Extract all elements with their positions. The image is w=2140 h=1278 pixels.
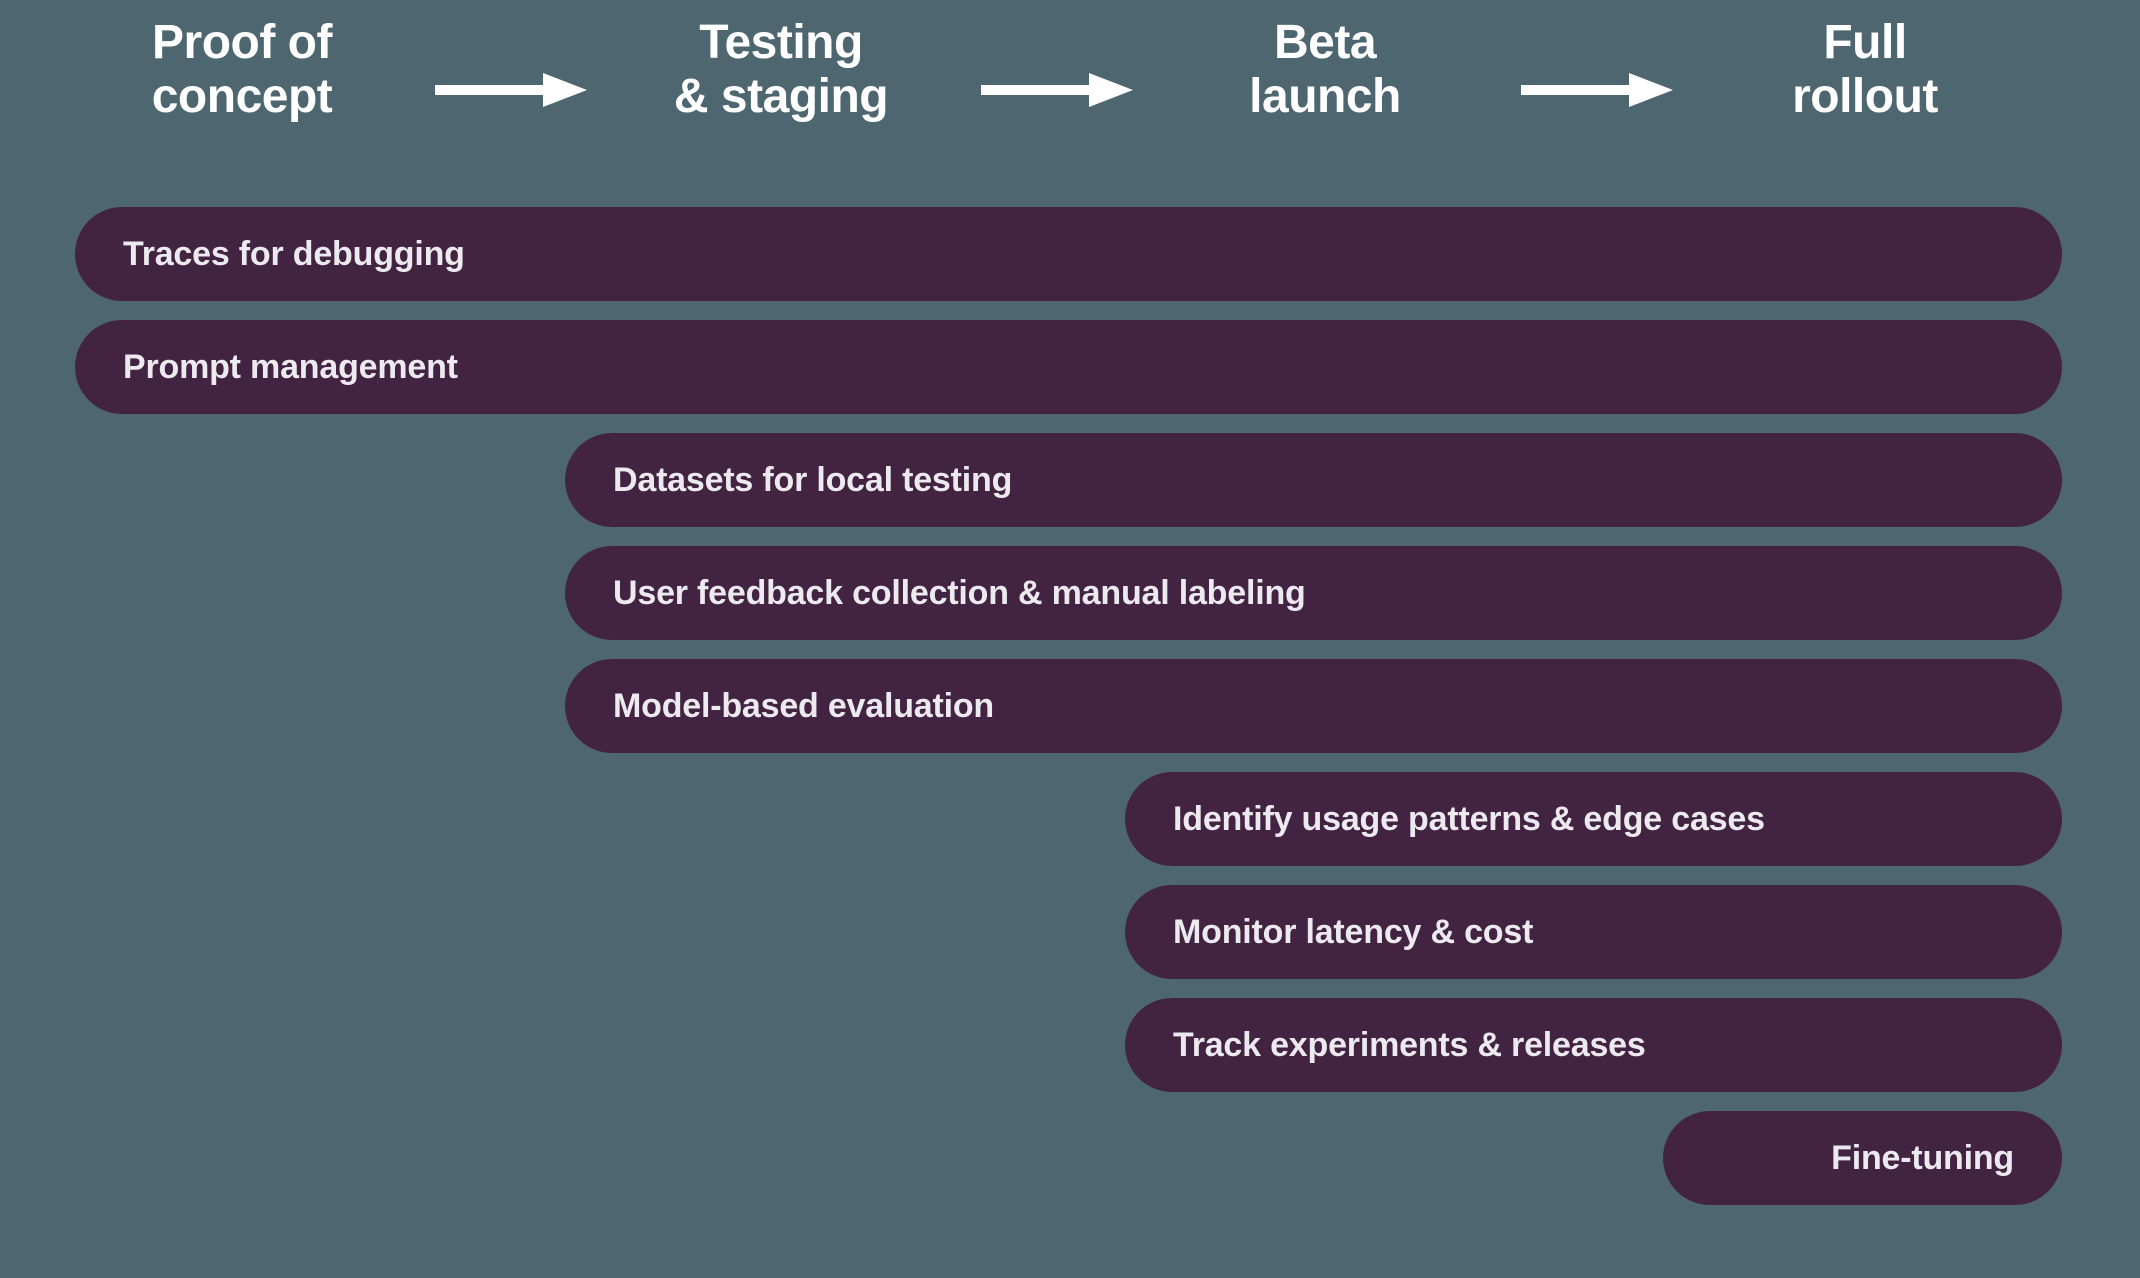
phase-label-proof-of-concept: Proof of concept — [151, 16, 333, 123]
capability-bar[interactable]: User feedback collection & manual labeli… — [565, 546, 2062, 640]
arrow-beta-to-rollout-icon — [1521, 73, 1673, 107]
capability-bar[interactable]: Track experiments & releases — [1125, 998, 2062, 1092]
arrow-poc-to-testing-icon — [435, 73, 587, 107]
capability-bar-label: Model-based evaluation — [613, 686, 995, 725]
capability-bar[interactable]: Fine-tuning — [1663, 1111, 2062, 1205]
capability-bar-label: Monitor latency & cost — [1173, 912, 1534, 951]
phase-label-testing-and-staging: Testing & staging — [673, 16, 889, 123]
capability-bar[interactable]: Model-based evaluation — [565, 659, 2062, 753]
arrow-testing-to-beta-icon — [981, 73, 1133, 107]
phase-label-beta-launch: Beta launch — [1249, 16, 1401, 123]
capability-bar-label: Traces for debugging — [123, 234, 465, 273]
capability-bar[interactable]: Identify usage patterns & edge cases — [1125, 772, 2062, 866]
capability-bar-label: Track experiments & releases — [1173, 1025, 1646, 1064]
capability-bar[interactable]: Monitor latency & cost — [1125, 885, 2062, 979]
capability-bar-label: Datasets for local testing — [613, 460, 1013, 499]
capability-bar-label: Prompt management — [123, 347, 458, 386]
phase-header-row: Proof of concept Testing & staging Beta la… — [0, 0, 2140, 185]
capability-bar[interactable]: Traces for debugging — [75, 207, 2062, 301]
capability-bar-label: User feedback collection & manual labeli… — [613, 573, 1306, 612]
capability-bar-label: Fine-tuning — [1831, 1138, 2014, 1177]
capability-bar[interactable]: Prompt management — [75, 320, 2062, 414]
phase-label-full-rollout: Full rollout — [1792, 16, 1938, 123]
capability-bar-label: Identify usage patterns & edge cases — [1173, 799, 1765, 838]
capability-bar[interactable]: Datasets for local testing — [565, 433, 2062, 527]
